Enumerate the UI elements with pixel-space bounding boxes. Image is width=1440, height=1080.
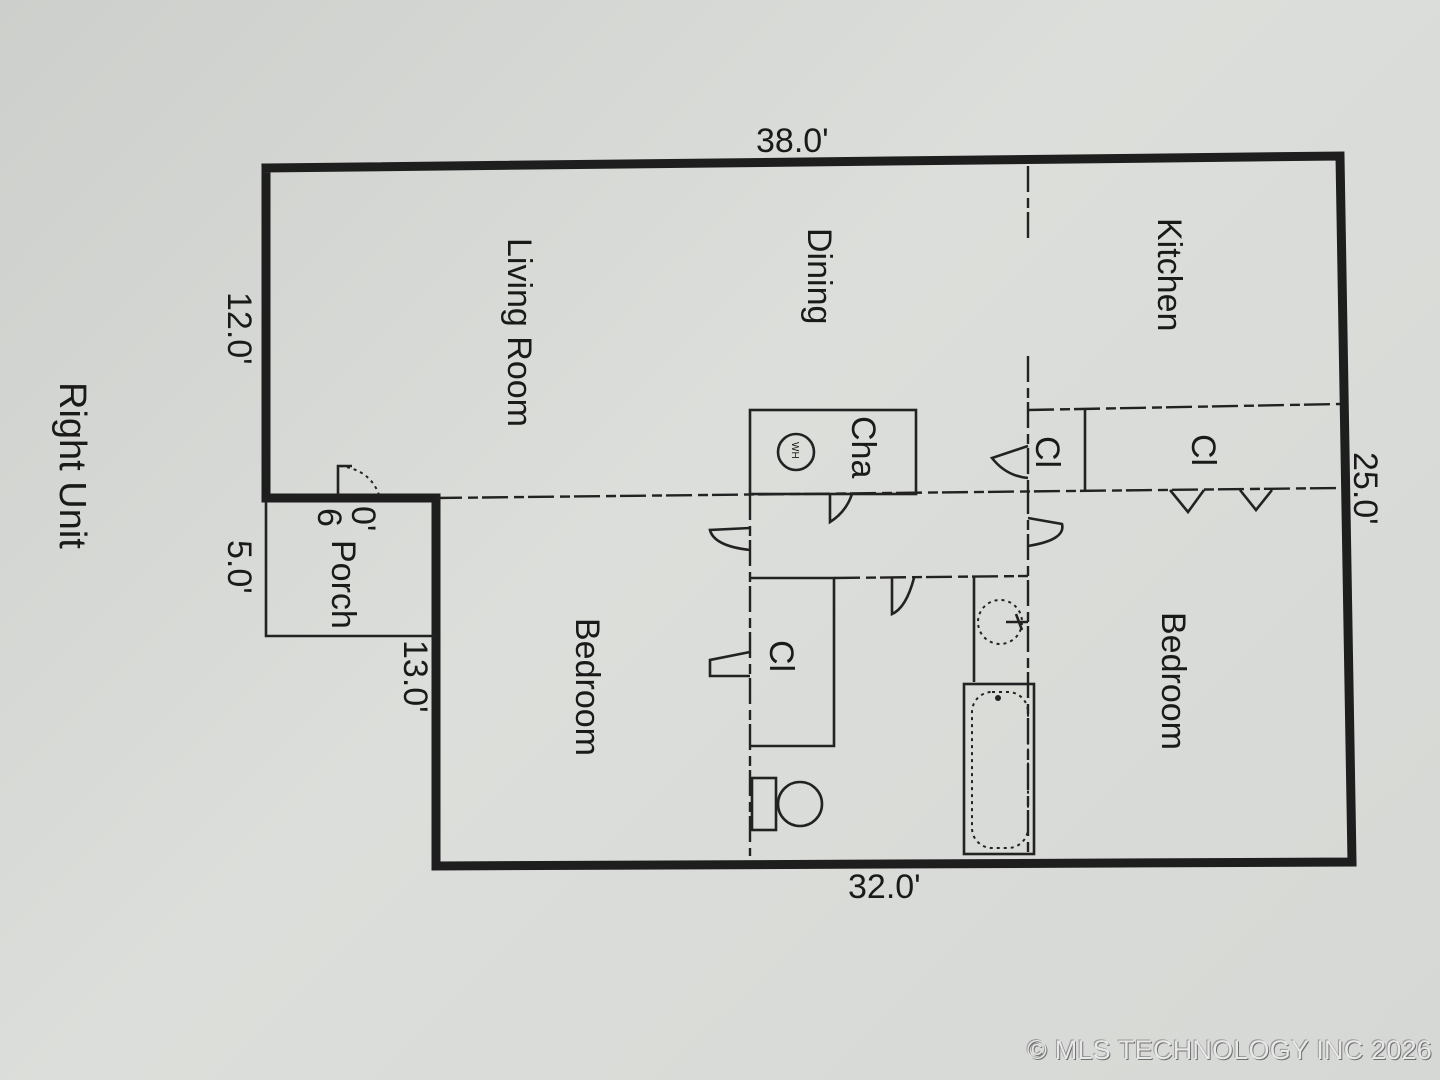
dim-right: 25.0' [1346, 452, 1384, 525]
porch-outline [264, 464, 436, 638]
bedroom-right-label: Bedroom [1154, 612, 1192, 750]
porch-label: Porch [324, 540, 362, 629]
dim-porch-depth-b: 6 [310, 508, 348, 527]
interior-walls [435, 166, 1341, 856]
dim-top: 38.0' [756, 122, 829, 160]
dim-left-upper: 12.0' [220, 292, 258, 365]
dim-lower-left: 13.0' [396, 640, 434, 713]
closet-bedroom-label: Cl [762, 640, 800, 672]
room-labels: Living Room Dining Kitchen Cha WH Cl Cl … [324, 218, 1222, 756]
kitchen-label: Kitchen [1150, 218, 1188, 331]
dim-porch-depth-a: 0' [344, 506, 382, 531]
living-room-label: Living Room [500, 238, 538, 427]
dimension-labels: 38.0' 32.0' 12.0' 25.0' 5.0' 0' 6 13.0' [220, 122, 1384, 906]
chase-label: Cha [844, 416, 882, 478]
bedroom-left-label: Bedroom [568, 618, 606, 756]
water-heater-label: WH [789, 442, 800, 459]
closet-large-label: Cl [1184, 434, 1222, 466]
dim-porch-width: 5.0' [220, 540, 258, 594]
closet-small-label: Cl [1028, 436, 1066, 468]
unit-title: Right Unit [51, 382, 93, 549]
copyright-watermark: © MLS TECHNOLOGY INC 2026 [1026, 1035, 1432, 1065]
dining-label: Dining [800, 228, 838, 324]
dim-bottom: 32.0' [848, 868, 921, 906]
